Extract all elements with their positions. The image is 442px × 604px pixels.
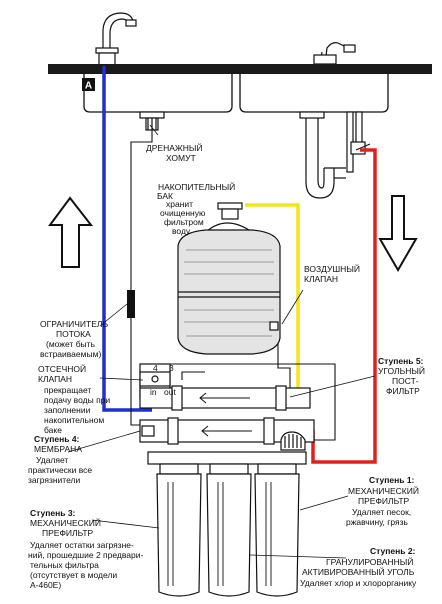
svg-text:МЕМБРАНА: МЕМБРАНА: [34, 444, 82, 454]
countertop: [48, 64, 432, 74]
svg-text:ФИЛЬТР: ФИЛЬТР: [386, 386, 420, 396]
svg-text:(отсутствует в модели: (отсутствует в модели: [30, 570, 117, 580]
kitchen-mixer-faucet: [313, 42, 356, 65]
label-flow-limiter: ОГРАНИЧИТЕЛЬ ПОТОКА (может быть встраива…: [40, 319, 108, 359]
svg-text:КЛАПАН: КЛАПАН: [38, 374, 72, 384]
label-drain-clamp: ДРЕНАЖНЫЙ ХОМУТ: [146, 142, 203, 163]
drain-outlet: [139, 111, 165, 131]
svg-text:in: in: [150, 387, 157, 397]
svg-text:Удаляет песок,: Удаляет песок,: [352, 507, 411, 517]
storage-tank-drawing: [177, 202, 281, 355]
svg-text:Ступень 2:: Ступень 2:: [370, 546, 416, 556]
label-stage2: Ступень 2: ГРАНУЛИРОВАННЫЙ АКТИВИРОВАННЫ…: [300, 546, 417, 588]
flow-limiter-component: [127, 290, 135, 318]
down-arrow-right: [378, 195, 418, 272]
svg-text:ОГРАНИЧИТЕЛЬ: ОГРАНИЧИТЕЛЬ: [40, 319, 108, 329]
svg-text:4: 4: [153, 363, 158, 373]
flow-direction-arrows: [199, 392, 252, 437]
svg-text:тельных фильтра: тельных фильтра: [30, 560, 99, 570]
sink-basins: [83, 74, 389, 113]
label-air-valve: ВОЗДУШНЫЙ КЛАПАН: [304, 263, 360, 284]
p-trap: [299, 111, 346, 199]
up-arrow-left: [48, 196, 94, 268]
svg-text:фильтром: фильтром: [164, 217, 204, 227]
svg-text:накопительном: накопительном: [44, 415, 104, 425]
svg-text:A: A: [85, 81, 92, 92]
cold-line-to-faucet: [102, 66, 152, 412]
svg-text:Удаляет хлор и хлорорганику: Удаляет хлор и хлорорганику: [300, 578, 417, 588]
svg-text:Ступень 3:: Ступень 3:: [30, 508, 76, 518]
svg-text:воду: воду: [172, 226, 191, 236]
svg-text:Удаляет: Удаляет: [36, 455, 68, 465]
svg-text:ПРЕФИЛЬТР: ПРЕФИЛЬТР: [42, 528, 94, 538]
svg-text:ПОТОКА: ПОТОКА: [56, 329, 91, 339]
basin-a-badge: A: [82, 78, 95, 92]
svg-text:(может быть: (может быть: [46, 339, 96, 349]
svg-text:встраиваемым): встраиваемым): [40, 349, 101, 359]
svg-text:баке: баке: [44, 425, 62, 435]
svg-text:КЛАПАН: КЛАПАН: [304, 274, 338, 284]
svg-text:Удаляет остатки загрязне-: Удаляет остатки загрязне-: [30, 540, 134, 550]
svg-text:МЕХАНИЧЕСКИЙ: МЕХАНИЧЕСКИЙ: [30, 517, 101, 528]
label-storage-tank: НАКОПИТЕЛЬНЫЙ БАК хранит очищенную фильт…: [157, 181, 235, 236]
svg-text:хранит: хранит: [166, 199, 193, 209]
label-stage1: Ступень 1: МЕХАНИЧЕСКИЙ ПРЕФИЛЬТР Удаляе…: [346, 475, 419, 527]
svg-text:АКТИВИРОВАННЫЙ УГОЛЬ: АКТИВИРОВАННЫЙ УГОЛЬ: [302, 566, 415, 577]
label-valve-ports: 4 3 in out: [150, 363, 176, 397]
cold-water-valve: [346, 111, 371, 173]
svg-text:подачу воды при: подачу воды при: [44, 395, 110, 405]
prefilter-housings: [147, 451, 307, 597]
svg-text:А-460Е): А-460Е): [30, 580, 61, 590]
svg-text:загрязнители: загрязнители: [28, 475, 81, 485]
hot-line-feed: [311, 148, 377, 464]
svg-text:ОТСЕЧНОЙ: ОТСЕЧНОЙ: [38, 363, 86, 374]
svg-text:Ступень 4:: Ступень 4:: [34, 434, 80, 444]
svg-text:БАК: БАК: [157, 191, 173, 201]
clean-water-faucet: [95, 12, 137, 66]
svg-text:ВОЗДУШНЫЙ: ВОЗДУШНЫЙ: [304, 263, 360, 274]
svg-text:заполнении: заполнении: [44, 405, 91, 415]
svg-text:Ступень 1:: Ступень 1:: [369, 475, 415, 485]
svg-text:ний, прошедшие 2 предвари-: ний, прошедшие 2 предвари-: [28, 550, 143, 560]
svg-text:Ступень 5:: Ступень 5:: [378, 356, 424, 366]
svg-text:ДРЕНАЖНЫЙ: ДРЕНАЖНЫЙ: [146, 142, 203, 153]
svg-text:УГОЛЬНЫЙ: УГОЛЬНЫЙ: [378, 365, 425, 376]
svg-text:практически все: практически все: [28, 465, 92, 475]
filter-block: [139, 363, 315, 451]
svg-text:очищенную: очищенную: [160, 208, 206, 218]
tubing: [130, 130, 336, 441]
svg-text:ПРЕФИЛЬТР: ПРЕФИЛЬТР: [358, 496, 410, 506]
svg-text:out: out: [164, 387, 176, 397]
svg-text:ржавчину, грязь: ржавчину, грязь: [346, 517, 408, 527]
svg-text:ПОСТ-: ПОСТ-: [392, 376, 419, 386]
label-stage5: Ступень 5: УГОЛЬНЫЙ ПОСТ- ФИЛЬТР: [378, 356, 425, 396]
svg-text:ГРАНУЛИРОВАННЫЙ: ГРАНУЛИРОВАННЫЙ: [326, 556, 413, 567]
label-shutoff-valve: ОТСЕЧНОЙ КЛАПАН прекращает подачу воды п…: [38, 363, 110, 435]
label-stage3: Ступень 3: МЕХАНИЧЕСКИЙ ПРЕФИЛЬТР Удаляе…: [28, 508, 143, 590]
svg-text:НАКОПИТЕЛЬНЫЙ: НАКОПИТЕЛЬНЫЙ: [158, 181, 235, 192]
svg-text:ХОМУТ: ХОМУТ: [166, 153, 196, 163]
leader-lines: [67, 124, 376, 559]
label-stage4: Ступень 4: МЕМБРАНА Удаляет практически …: [28, 434, 92, 485]
svg-text:МЕХАНИЧЕСКИЙ: МЕХАНИЧЕСКИЙ: [348, 485, 419, 496]
svg-text:прекращает: прекращает: [44, 385, 91, 395]
svg-text:3: 3: [169, 363, 174, 373]
